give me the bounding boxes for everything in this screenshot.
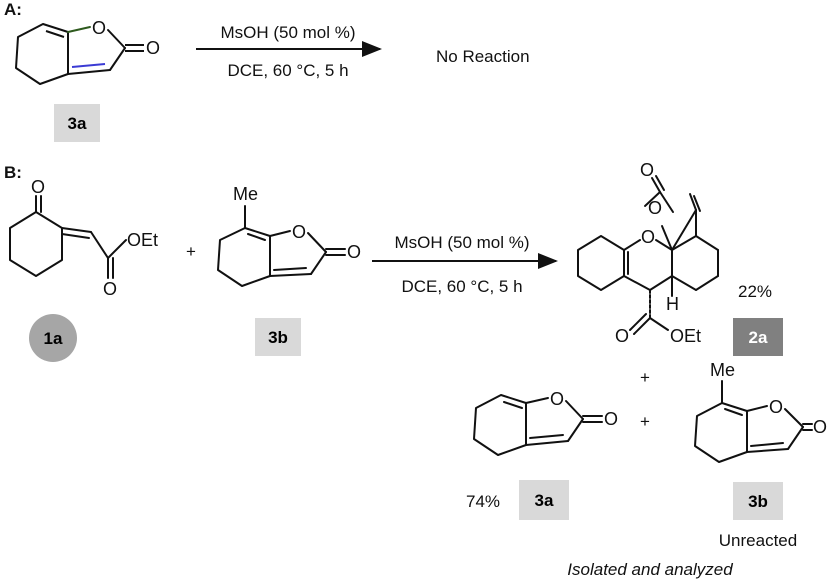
label-3b-byproduct: 3b	[748, 492, 768, 511]
carbonyl-oxygen-3b: O	[347, 242, 361, 262]
conditions-b-top: MsOH (50 mol %)	[394, 233, 529, 252]
conditions-b-bottom: DCE, 60 °C, 5 h	[401, 277, 522, 296]
ester-carbonyl-oxygen-atom: O	[103, 279, 117, 299]
methyl-group-3b-byproduct: Me	[710, 360, 735, 380]
compound-1a-structure	[9, 195, 127, 279]
no-reaction-text: No Reaction	[436, 47, 530, 66]
lactone-carbonyl-oxygen-2a: O	[640, 160, 654, 180]
ring-oxygen-atom: O	[92, 18, 106, 38]
ester-carbonyl-oxygen-2a: O	[615, 326, 629, 346]
section-b-label: B:	[4, 163, 22, 182]
label-3a-a: 3a	[68, 114, 87, 133]
plus-sign-byproducts: +	[640, 412, 650, 431]
compound-2a-structure	[577, 175, 719, 335]
compound-3b-structure-byproduct	[694, 380, 813, 463]
carbonyl-oxygen-3a-b: O	[604, 409, 618, 429]
label-3b-box	[255, 318, 301, 356]
compound-3b-structure	[217, 205, 346, 287]
ketone-oxygen-atom: O	[31, 177, 45, 197]
carbonyl-oxygen-3b-byproduct: O	[813, 417, 827, 437]
plus-sign-reactants: +	[186, 242, 196, 261]
ring-oxygen-2a: O	[641, 227, 655, 247]
ring-oxygen-3a-b: O	[550, 389, 564, 409]
footer-note: Isolated and analyzed	[567, 560, 733, 579]
lactone-oxygen-2a: O	[648, 198, 662, 218]
section-a-label: A:	[4, 0, 22, 19]
methyl-group-3b: Me	[233, 184, 258, 204]
compound-3a-structure-b	[473, 394, 603, 456]
hydrogen-atom-2a: H	[666, 294, 679, 314]
label-3b: 3b	[268, 328, 288, 347]
label-3a-box-a	[54, 104, 100, 142]
ester-ethoxy-group: OEt	[127, 230, 158, 250]
label-2a-box	[733, 318, 783, 356]
yield-3a: 74%	[466, 492, 500, 511]
conditions-a-bottom: DCE, 60 °C, 5 h	[227, 61, 348, 80]
label-3a-box-b	[519, 480, 569, 520]
label-3b-box-byproduct	[733, 482, 783, 520]
plus-sign-product: +	[640, 368, 650, 387]
label-3a-b: 3a	[535, 491, 554, 510]
ring-oxygen-3b-byproduct: O	[769, 397, 783, 417]
yield-2a: 22%	[738, 282, 772, 301]
label-1a: 1a	[44, 329, 63, 348]
unreacted-note: Unreacted	[719, 531, 797, 550]
ring-oxygen-3b: O	[292, 222, 306, 242]
conditions-a-top: MsOH (50 mol %)	[220, 23, 355, 42]
label-2a: 2a	[749, 328, 768, 347]
carbonyl-oxygen-atom: O	[146, 38, 160, 58]
compound-3a-structure-a	[15, 23, 144, 85]
ester-ethoxy-2a: OEt	[670, 326, 701, 346]
label-1a-circle	[29, 314, 77, 362]
